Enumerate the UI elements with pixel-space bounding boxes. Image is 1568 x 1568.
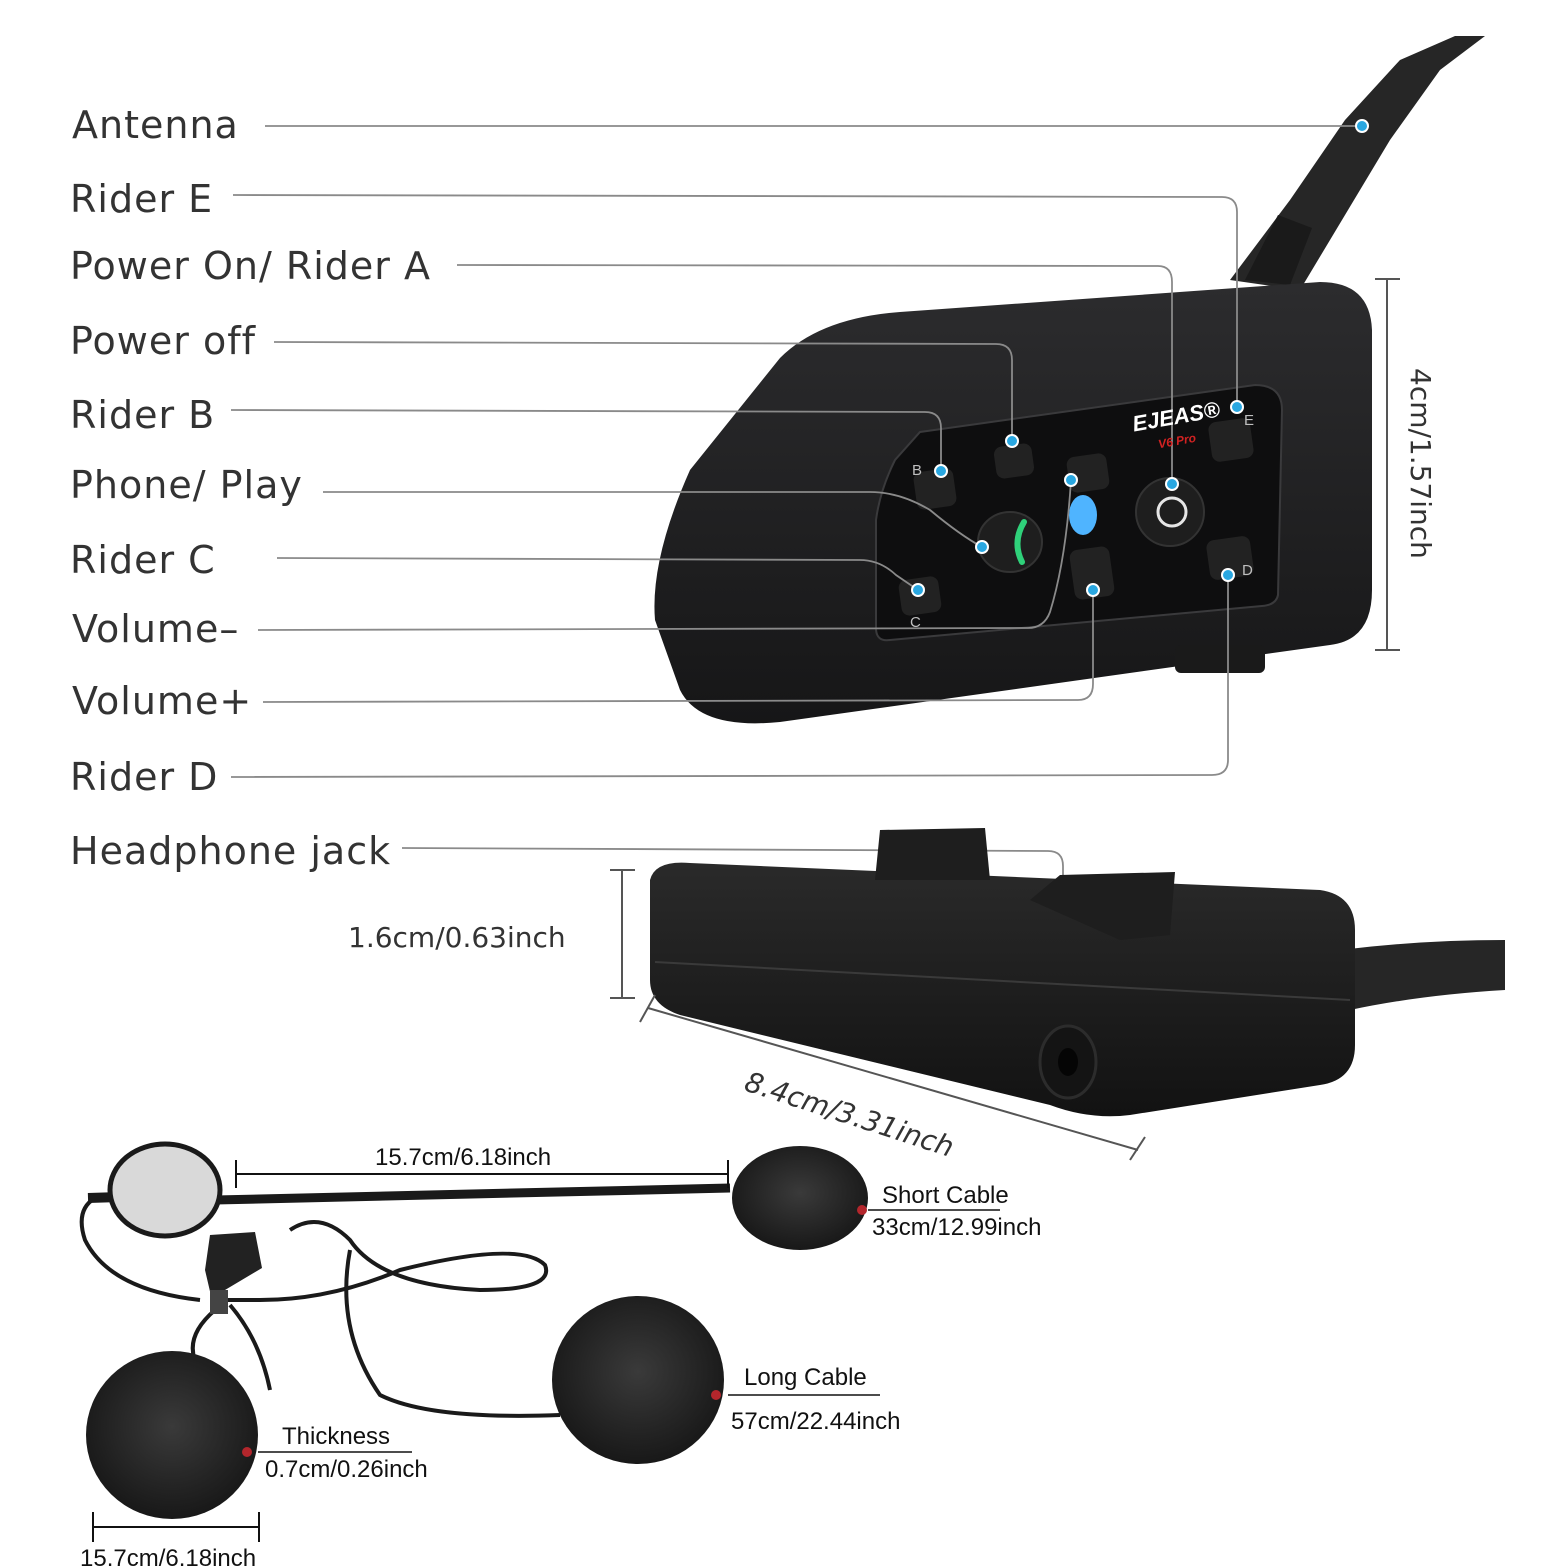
speaker-left bbox=[86, 1351, 258, 1519]
volume-minus-label: Volume– bbox=[72, 607, 240, 651]
power-on-rider-a-label: Power On/ Rider A bbox=[70, 244, 432, 288]
button-e bbox=[1208, 418, 1254, 462]
mic-mount-pad bbox=[107, 1141, 223, 1239]
rider-d-leader bbox=[230, 575, 1229, 778]
rider-c-dot bbox=[911, 583, 925, 597]
device-front bbox=[654, 282, 1372, 724]
button-letter-e: E bbox=[1244, 412, 1255, 429]
thickness-dot bbox=[242, 1447, 252, 1457]
power-off-dot bbox=[1005, 434, 1019, 448]
button-b bbox=[913, 468, 957, 510]
volume-plus-dot bbox=[1086, 583, 1100, 597]
button-phone bbox=[977, 511, 1043, 573]
thickness-value: 0.7cm/0.26inch bbox=[265, 1456, 428, 1483]
antenna-label: Antenna bbox=[72, 103, 239, 147]
rider-e-leader bbox=[232, 194, 1238, 407]
mount-clip-back bbox=[1030, 872, 1175, 940]
button-power-off bbox=[993, 443, 1035, 479]
volume-minus-leader bbox=[257, 479, 1072, 631]
power-off-leader bbox=[273, 341, 1013, 441]
boom-length-dimension bbox=[235, 1160, 729, 1188]
intercom-icon bbox=[1156, 496, 1188, 528]
rider-b-label: Rider B bbox=[70, 393, 216, 437]
button-letter-c: C bbox=[910, 614, 921, 631]
antenna-shape bbox=[1230, 36, 1485, 290]
rider-a-leader bbox=[456, 264, 1173, 484]
rider-a-dot bbox=[1165, 477, 1179, 491]
long-cable-dot bbox=[711, 1390, 721, 1400]
status-led bbox=[1069, 495, 1097, 535]
length-dimension bbox=[639, 994, 1146, 1161]
phone-icon bbox=[1014, 519, 1027, 565]
rider-c-leader bbox=[276, 557, 919, 591]
volume-plus-label: Volume+ bbox=[72, 679, 253, 723]
accessory-underlines bbox=[258, 1209, 1000, 1453]
thickness-title: Thickness bbox=[282, 1423, 391, 1450]
thickness-dimension bbox=[610, 869, 635, 999]
boom-mic-foam bbox=[732, 1146, 868, 1250]
button-letter-b: B bbox=[912, 462, 923, 479]
volume-plus-leader bbox=[262, 590, 1094, 703]
button-volume-minus bbox=[1066, 453, 1110, 493]
rider-d-label: Rider D bbox=[70, 755, 219, 799]
height-dimension bbox=[1375, 278, 1400, 651]
short-cable-value: 33cm/12.99inch bbox=[872, 1214, 1042, 1241]
rider-c-label: Rider C bbox=[70, 538, 216, 582]
long-cable-title: Long Cable bbox=[744, 1364, 867, 1391]
headphone-jack-label: Headphone jack bbox=[70, 829, 392, 873]
headphone-jack-leader bbox=[401, 847, 1064, 1025]
button-letter-d: D bbox=[1242, 562, 1253, 579]
rider-b-dot bbox=[934, 464, 948, 478]
usb-c-plug bbox=[205, 1232, 262, 1300]
side-antenna bbox=[1340, 940, 1505, 1010]
button-volume-plus bbox=[1069, 546, 1115, 600]
button-d bbox=[1206, 536, 1254, 580]
long-cable-value: 57cm/22.44inch bbox=[731, 1408, 901, 1435]
boom-length-label: 15.7cm/6.18inch bbox=[375, 1144, 552, 1171]
rider-b-leader bbox=[230, 409, 942, 471]
usb-c-tip bbox=[210, 1290, 228, 1314]
speaker-width-dimension bbox=[92, 1512, 260, 1542]
rider-e-dot bbox=[1230, 400, 1244, 414]
short-cable-dot bbox=[857, 1205, 867, 1215]
phone-leader bbox=[323, 491, 983, 548]
thickness-dimension-label: 1.6cm/0.63inch bbox=[348, 921, 566, 954]
short-cable-title: Short Cable bbox=[882, 1182, 1009, 1209]
rider-d-dot bbox=[1221, 568, 1235, 582]
bottom-port bbox=[1175, 645, 1265, 673]
speaker-right bbox=[552, 1296, 724, 1464]
speaker-width-label: 15.7cm/6.18inch bbox=[80, 1545, 257, 1568]
rider-e-label: Rider E bbox=[70, 177, 214, 221]
height-dimension-label: 4cm/1.57inch bbox=[1404, 368, 1437, 559]
phone-play-label: Phone/ Play bbox=[70, 463, 303, 507]
phone-dot bbox=[975, 540, 989, 554]
mount-clip-front bbox=[875, 828, 990, 880]
volume-minus-dot bbox=[1064, 473, 1078, 487]
power-off-label: Power off bbox=[70, 319, 256, 363]
antenna-dot bbox=[1355, 119, 1369, 133]
device-side bbox=[650, 828, 1505, 1117]
